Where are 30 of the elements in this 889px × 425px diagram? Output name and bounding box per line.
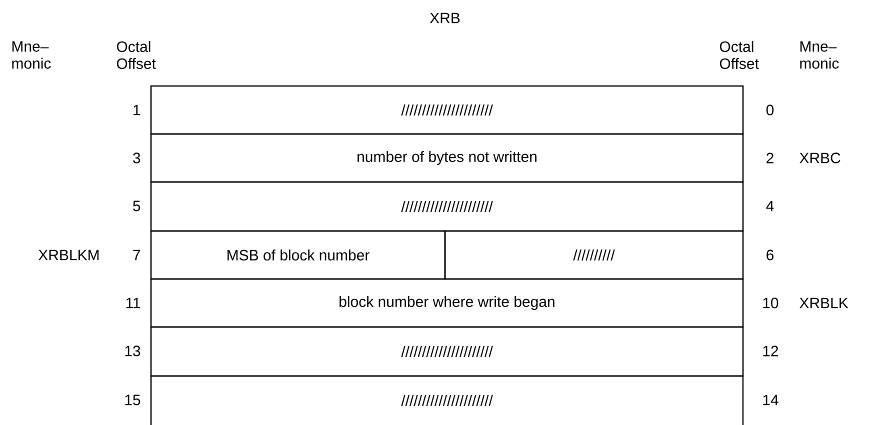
label: Mne– monic — [12, 41, 51, 69]
field-cell: ////////////////////// — [150, 85, 744, 135]
label: 0 — [766, 104, 774, 116]
label: 7 — [133, 250, 140, 260]
label: 15 — [125, 394, 140, 406]
label: 5 — [133, 200, 140, 212]
field-cell: ////////////////////// — [150, 326, 744, 377]
field-cell: MSB of block number — [150, 230, 446, 280]
field-cell: ////////////////////// — [150, 375, 744, 425]
label: 2 — [766, 152, 774, 164]
label: 13 — [125, 346, 140, 356]
label: 3 — [133, 152, 140, 164]
label: 11 — [126, 298, 140, 308]
label: Octal Offset — [720, 40, 759, 69]
label: XRBLKM — [38, 250, 99, 260]
label: XRBC — [800, 152, 840, 164]
label: 12 — [763, 346, 778, 356]
label: 10 — [763, 298, 778, 308]
label: 6 — [766, 250, 774, 260]
field-cell: block number where write began — [150, 278, 744, 328]
field-cell: ////////////////////// — [150, 181, 744, 232]
label: 1 — [134, 104, 140, 116]
field-cell: ////////// — [444, 230, 744, 280]
label: XRBLK — [800, 298, 848, 308]
label: 14 — [763, 394, 778, 406]
diagram-title: XRB — [430, 12, 460, 24]
field-cell: number of bytes not written — [150, 133, 744, 183]
label: Octal Offset — [116, 40, 156, 69]
label: Mne– monic — [800, 41, 839, 69]
label: 4 — [766, 200, 774, 212]
